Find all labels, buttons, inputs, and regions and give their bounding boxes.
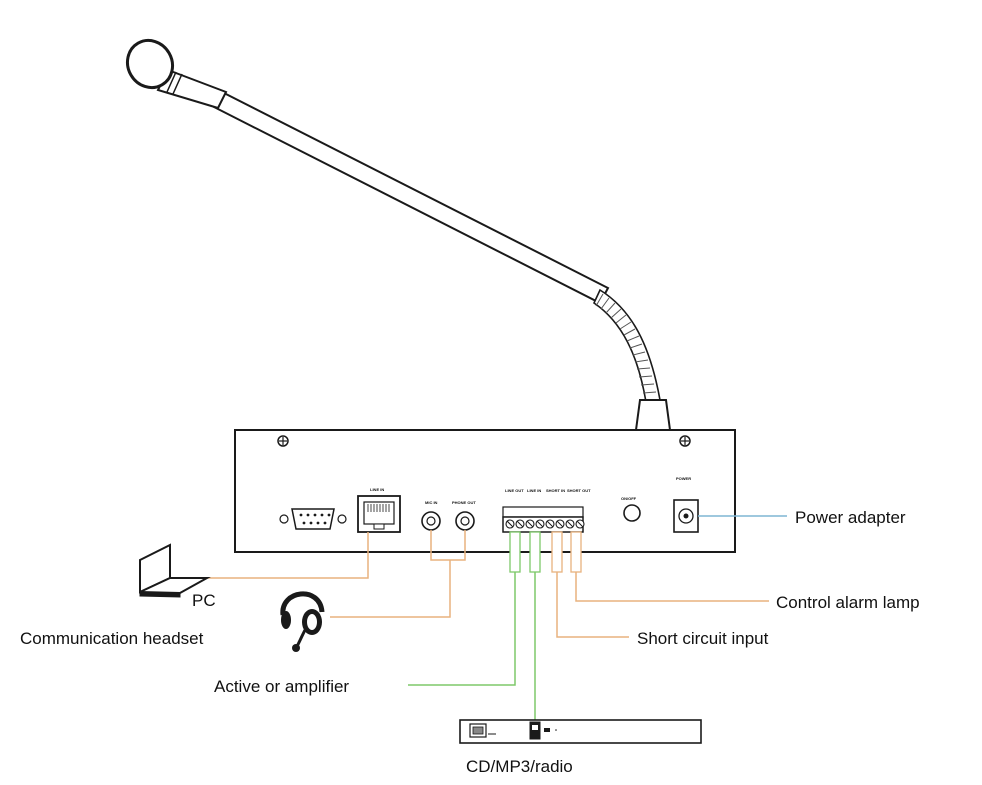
db9-serial-port [279, 508, 347, 530]
label-control-alarm-lamp: Control alarm lamp [776, 593, 920, 612]
wire-plugs [509, 531, 582, 573]
headset-icon [280, 591, 325, 652]
label-short-circuit-input: Short circuit input [637, 629, 769, 648]
panel-label-phone-out: PHONE OUT [452, 500, 476, 505]
main-unit-panel: LINE IN MIC IN PHONE OUT LINE OUT LINE [234, 429, 736, 553]
mic-collar [634, 399, 672, 431]
label-pc: PC [192, 591, 216, 610]
mic-head [125, 38, 175, 90]
panel-label-short-out: SHORT OUT [567, 488, 591, 493]
mic-flex-neck [592, 288, 661, 403]
on-off-button: ON/OFF [621, 496, 641, 522]
wire-headset-jacks [330, 530, 466, 618]
terminal-block [502, 506, 585, 533]
panel-label-line-out: LINE OUT [505, 488, 524, 493]
panel-screw-left [277, 435, 289, 447]
label-active-or-amplifier: Active or amplifier [214, 677, 349, 696]
wire-amplifier [408, 532, 516, 686]
panel-label-power: POWER [676, 476, 691, 481]
mic-pole [212, 90, 610, 305]
panel-label-line-in-terminal: LINE IN [527, 488, 541, 493]
label-communication-headset: Communication headset [20, 629, 204, 648]
cd-mp3-radio-device [459, 719, 702, 744]
wire-pc-rj45 [205, 532, 369, 579]
label-cd-mp3-radio: CD/MP3/radio [466, 757, 573, 776]
panel-screw-right [679, 435, 691, 447]
power-dc-jack: POWER [673, 476, 699, 533]
gooseneck-microphone [125, 38, 672, 431]
panel-label-on-off: ON/OFF [621, 496, 637, 501]
mic-in-jack: MIC IN [421, 500, 441, 531]
panel-body [234, 429, 736, 553]
panel-label-line-in: LINE IN [370, 487, 384, 492]
rj45-line-in-port: LINE IN [357, 487, 401, 533]
label-power-adapter: Power adapter [795, 508, 906, 527]
panel-label-mic-in: MIC IN [425, 500, 438, 505]
wires [205, 515, 787, 722]
panel-label-short-in: SHORT IN [546, 488, 565, 493]
laptop-icon [139, 543, 211, 598]
